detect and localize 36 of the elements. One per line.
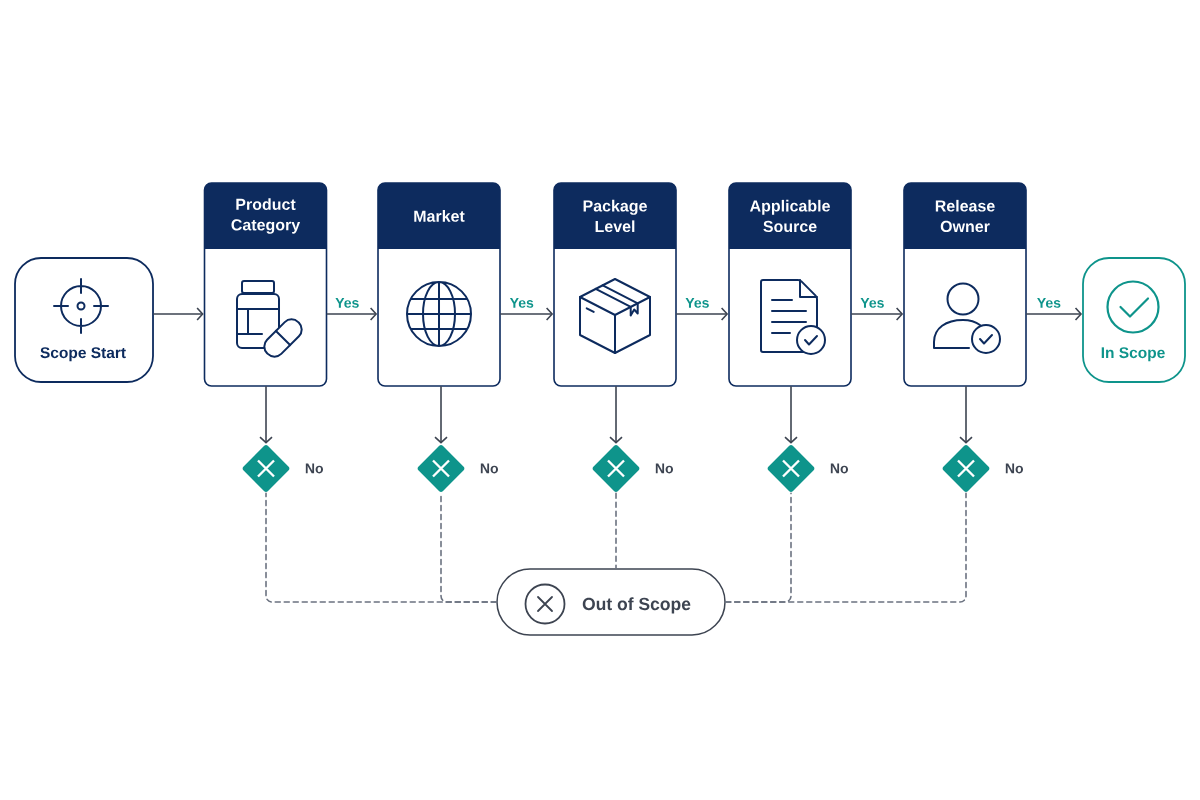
arrow — [259, 386, 273, 444]
step-card: Applicable Source — [728, 182, 852, 387]
arrow — [959, 386, 973, 444]
arrow — [326, 307, 378, 321]
decision-diamond — [767, 445, 815, 492]
decision-diamond — [242, 445, 290, 492]
step-card: Product Category — [203, 182, 328, 387]
dashed-line — [724, 492, 967, 603]
branch-label: No — [305, 463, 323, 474]
arrow — [1026, 307, 1083, 321]
outcome-box: Out of Scope — [496, 568, 726, 636]
edge-label: Yes — [859, 297, 886, 309]
arrow — [784, 386, 798, 444]
branch-label: No — [830, 463, 848, 474]
arrow — [851, 307, 904, 321]
step-card: Package Level — [553, 182, 677, 387]
edge-label: Yes — [508, 297, 535, 309]
step-card: Market — [377, 182, 501, 387]
branch-label: No — [1005, 463, 1023, 474]
dashed-line — [615, 492, 617, 570]
arrow — [153, 307, 204, 321]
step-card: Release Owner — [903, 182, 1027, 387]
start-box: Scope Start — [14, 257, 154, 383]
decision-diamond — [592, 445, 640, 492]
arrow — [609, 386, 623, 444]
decision-diamond — [942, 445, 990, 492]
arrow — [500, 307, 554, 321]
arrow — [676, 307, 729, 321]
end-box: In Scope — [1082, 257, 1186, 383]
branch-label: No — [655, 463, 673, 474]
edge-label: Yes — [1035, 297, 1062, 309]
arrow — [434, 386, 448, 444]
branch-label: No — [480, 463, 498, 474]
edge-label: Yes — [334, 297, 361, 309]
decision-diamond — [417, 445, 465, 492]
edge-label: Yes — [684, 297, 711, 309]
